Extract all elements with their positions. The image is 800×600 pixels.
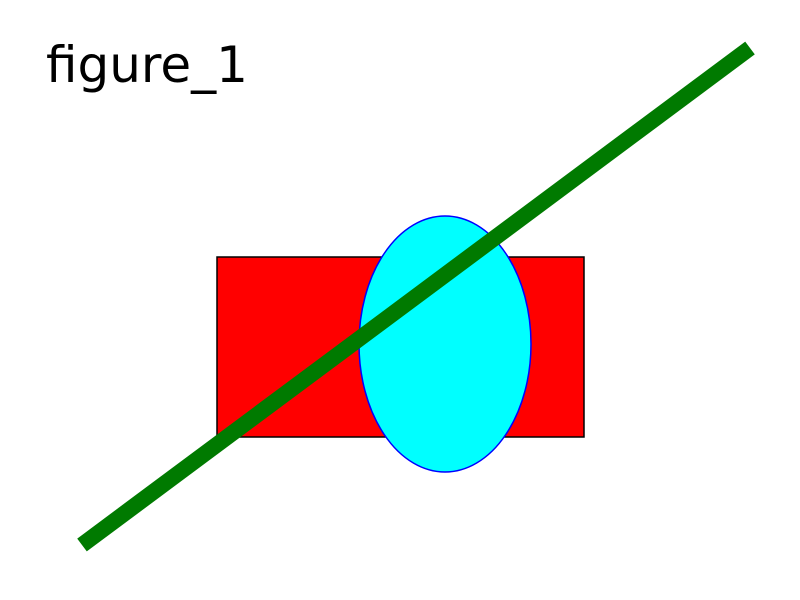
cyan-ellipse — [358, 215, 532, 473]
green-diagonal-line — [77, 41, 755, 552]
figure-title: figure_1 — [46, 36, 248, 94]
